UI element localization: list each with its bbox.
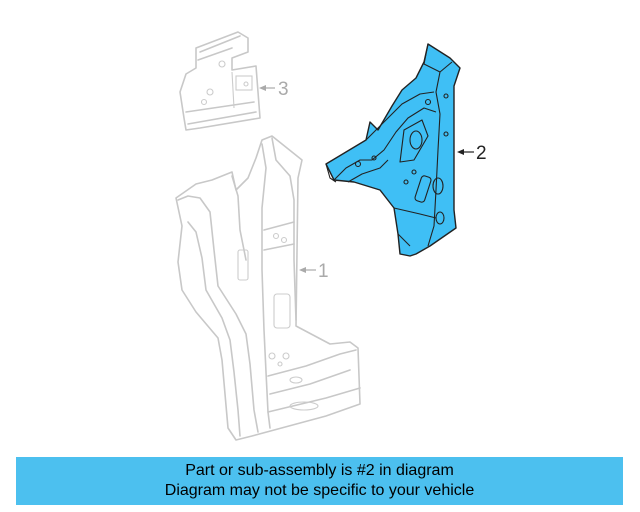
callout-1-label: 1 [318,261,329,282]
callout-3: 3 [259,79,289,100]
callout-2-label: 2 [476,143,487,164]
callout-3-label: 3 [278,79,289,100]
part-3-bracket [179,31,261,131]
part-1-pillar [175,135,361,441]
callout-2: 2 [457,143,487,164]
info-banner: Part or sub-assembly is #2 in diagram Di… [16,457,623,505]
parts-diagram: 3 2 1 [175,31,487,441]
callout-1: 1 [299,261,329,282]
banner-line-1: Part or sub-assembly is #2 in diagram [185,462,454,479]
part-2-reinforcement [325,43,461,257]
banner-line-2: Diagram may not be specific to your vehi… [164,482,475,499]
